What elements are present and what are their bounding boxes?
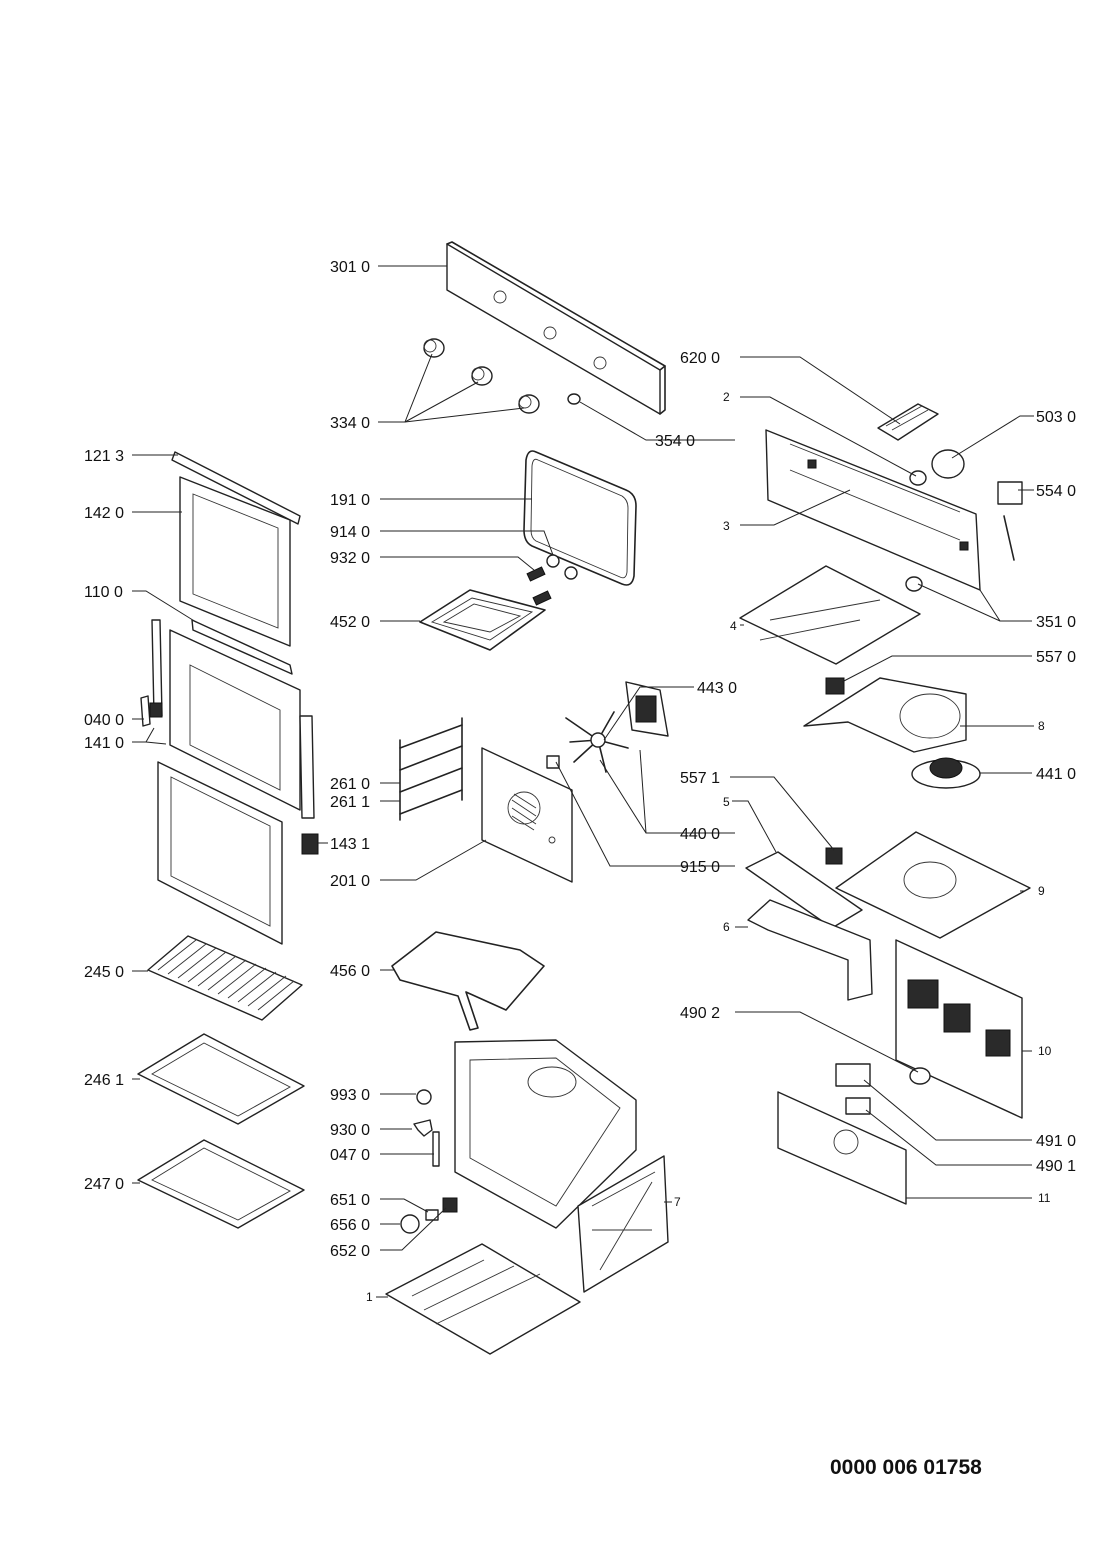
label-656-0: 656 0 [330, 1217, 370, 1234]
small-fittings-part [413, 1089, 440, 1167]
label-441-0: 441 0 [1036, 766, 1076, 783]
document-number: 0000 006 01758 [830, 1456, 982, 1479]
lamp-assembly-part [400, 1197, 458, 1234]
label-11: 11 [1038, 1191, 1051, 1205]
label-620-0: 620 0 [680, 350, 720, 367]
label-354-0: 354 0 [655, 433, 695, 450]
label-261-0: 261 0 [330, 776, 370, 793]
door-gasket-part [523, 450, 637, 586]
label-040-0: 040 0 [84, 712, 124, 729]
label-440-0: 440 0 [680, 826, 720, 843]
side-racks-part [399, 717, 463, 821]
label-4: 4 [730, 619, 737, 633]
thermostat-part [997, 481, 1023, 561]
rear-cover-part [777, 1091, 907, 1205]
label-443-0: 443 0 [697, 680, 737, 697]
cooling-fan-part [911, 757, 981, 789]
duct-part [745, 851, 863, 929]
fan-cover-part [481, 747, 573, 883]
knob-490-2-part [909, 1067, 931, 1085]
door-top-trim-part [171, 451, 301, 525]
timer-motor-part [931, 449, 965, 479]
component-490-1-part [845, 1097, 871, 1115]
door-hinge-part [140, 619, 163, 727]
label-490-2: 490 2 [680, 1005, 720, 1022]
label-930-0: 930 0 [330, 1122, 370, 1139]
door-outer-panel-part [169, 629, 315, 819]
button-354-part [567, 393, 581, 405]
nut-915-part [546, 755, 560, 769]
label-557-0: 557 0 [1036, 649, 1076, 666]
door-glass-lower-part [157, 761, 283, 945]
label-9: 9 [1038, 884, 1045, 898]
label-351-0: 351 0 [1036, 614, 1076, 631]
label-047-0: 047 0 [330, 1147, 370, 1164]
label-247-0: 247 0 [84, 1176, 124, 1193]
label-914-0: 914 0 [330, 524, 370, 541]
knob-351-part [905, 576, 923, 592]
label-110-0: 110 0 [84, 584, 123, 601]
label-121-3: 121 3 [84, 448, 124, 465]
oven-cavity-part [454, 1039, 637, 1229]
top-plate-part [835, 831, 1031, 939]
switch-557-part [825, 677, 845, 695]
label-6: 6 [723, 920, 730, 934]
label-1: 1 [366, 1290, 373, 1304]
part-2-knob [909, 470, 927, 486]
label-201-0: 201 0 [330, 873, 370, 890]
deep-tray-part [137, 1139, 305, 1229]
fan-motor-part [625, 681, 669, 737]
label-261-1: 261 1 [330, 794, 370, 811]
label-246-1: 246 1 [84, 1072, 124, 1089]
label-191-0: 191 0 [330, 492, 370, 509]
cover-plate-part [739, 565, 921, 665]
terminal-491-part [835, 1063, 871, 1087]
door-handle-part [191, 619, 293, 675]
label-993-0: 993 0 [330, 1087, 370, 1104]
inner-glass-part [179, 476, 291, 647]
fan-blade-part [565, 711, 629, 773]
label-142-0: 142 0 [84, 505, 124, 522]
label-245-0: 245 0 [84, 964, 124, 981]
baking-tray-part [137, 1033, 305, 1125]
leader-lines [132, 265, 1034, 1298]
label-10: 10 [1038, 1044, 1052, 1058]
washers-springs-part [526, 554, 578, 606]
control-panel-part [446, 241, 666, 415]
label-141-0: 141 0 [84, 735, 124, 752]
bottom-plate-part [385, 1243, 581, 1355]
label-456-0: 456 0 [330, 963, 370, 980]
label-452-0: 452 0 [330, 614, 370, 631]
switch-557-1-part [825, 847, 843, 865]
terminal-block-part [877, 403, 939, 441]
wire-shelf-part [147, 935, 303, 1021]
label-8: 8 [1038, 719, 1045, 733]
bracket-6-part [747, 899, 873, 1001]
lower-element-part [391, 931, 545, 1031]
clip-143-part [301, 833, 319, 855]
label-7: 7 [674, 1195, 681, 1209]
label-554-0: 554 0 [1036, 483, 1076, 500]
label-932-0: 932 0 [330, 550, 370, 567]
fan-housing-part [803, 677, 967, 753]
label-491-0: 491 0 [1036, 1133, 1076, 1150]
label-143-1: 143 1 [330, 836, 370, 853]
label-915-0: 915 0 [680, 859, 720, 876]
back-panel-part [895, 939, 1023, 1119]
label-5: 5 [723, 795, 730, 809]
label-503-0: 503 0 [1036, 409, 1076, 426]
label-490-1: 490 1 [1036, 1158, 1076, 1175]
label-334-0: 334 0 [330, 415, 370, 432]
label-301-0: 301 0 [330, 259, 370, 276]
label-557-1: 557 1 [680, 770, 720, 787]
back-frame-part [577, 1155, 669, 1293]
label-2: 2 [723, 390, 730, 404]
label-651-0: 651 0 [330, 1192, 370, 1209]
grill-element-part [419, 589, 546, 651]
label-652-0: 652 0 [330, 1243, 370, 1260]
label-3: 3 [723, 519, 730, 533]
